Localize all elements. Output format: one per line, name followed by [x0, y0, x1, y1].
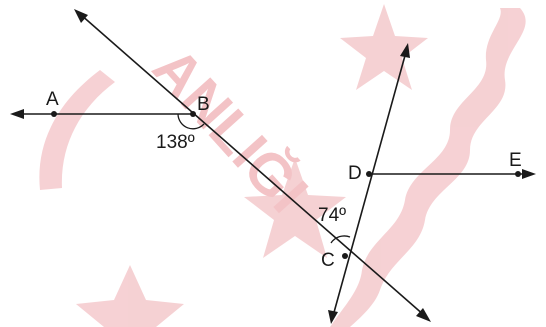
angle-arc-c	[330, 235, 351, 244]
watermark-star-bottom	[76, 265, 184, 327]
watermark: ANLIĞI	[39, 4, 526, 327]
point-e	[515, 171, 521, 177]
watermark-arc-left	[39, 70, 115, 190]
angle-label-c: 74º	[318, 205, 346, 226]
angle-arc-b	[177, 113, 205, 130]
arrowhead-right	[522, 169, 536, 179]
watermark-letter-a: ANLIĞI	[140, 35, 320, 225]
watermark-lettering: ANLIĞI	[140, 35, 320, 225]
point-d	[366, 171, 372, 177]
arrowhead-bottom-left	[328, 310, 338, 324]
label-c: C	[321, 250, 335, 271]
label-e: E	[509, 150, 522, 171]
watermark-star-middle	[244, 158, 346, 258]
arrowhead-top-right	[400, 43, 410, 58]
label-a: A	[46, 89, 59, 110]
point-c	[342, 253, 348, 259]
watermark-star-top	[340, 4, 428, 90]
arrowhead-bottom-right	[416, 308, 431, 322]
line-cd	[332, 51, 407, 317]
watermark-rope	[330, 8, 526, 327]
angle-label-b: 138º	[156, 132, 195, 153]
line-bc	[79, 13, 426, 317]
arrowhead-top-left	[74, 9, 88, 23]
label-d: D	[348, 163, 362, 184]
arrowhead-left	[10, 109, 24, 119]
point-a	[51, 111, 57, 117]
point-b	[190, 111, 196, 117]
label-b: B	[197, 94, 210, 115]
